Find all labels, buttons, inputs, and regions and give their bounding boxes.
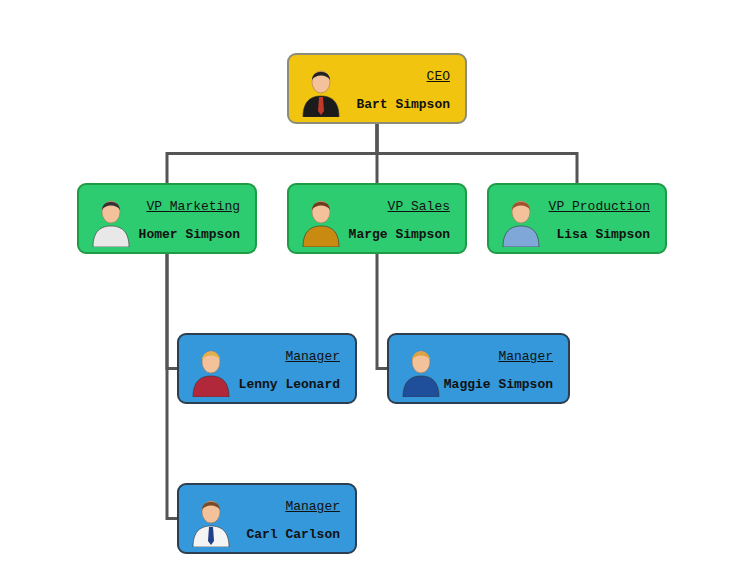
role-title: Manager: [285, 499, 340, 514]
icon-hair: [312, 72, 330, 80]
icon-hair: [202, 352, 220, 360]
icon-body: [403, 376, 439, 397]
icon-body: [503, 226, 539, 247]
ceo-box: CEO Bart Simpson: [287, 53, 467, 124]
connector-line: [377, 254, 387, 369]
icon-head: [202, 351, 220, 373]
icon-hair: [312, 202, 330, 210]
connector-line: [167, 254, 177, 519]
icon-head: [312, 201, 330, 223]
person-name: Bart Simpson: [356, 97, 450, 112]
person-name: Marge Simpson: [349, 227, 450, 242]
icon-hair: [102, 202, 120, 210]
role-title: Manager: [285, 349, 340, 364]
person-name: Carl Carlson: [246, 527, 340, 542]
person-name: Lisa Simpson: [556, 227, 650, 242]
role-title: VP Marketing: [146, 199, 240, 214]
icon-hair: [412, 352, 430, 360]
vp-box: VP SalesMarge Simpson: [287, 183, 467, 254]
icon-hair: [512, 202, 530, 210]
icon-body: [303, 226, 339, 247]
icon-body: [193, 526, 229, 547]
connector-line: [167, 124, 377, 183]
vp-box: VP ProductionLisa Simpson: [487, 183, 667, 254]
person-icon: [301, 65, 341, 117]
person-icon: [191, 495, 231, 547]
role-title: VP Sales: [388, 199, 450, 214]
person-icon: [191, 345, 231, 397]
role-title: VP Production: [549, 199, 650, 214]
manager-box: ManagerLenny Leonard: [177, 333, 357, 404]
person-icon: [401, 345, 441, 397]
icon-body: [193, 376, 229, 397]
icon-tie: [318, 97, 324, 115]
person-icon: [501, 195, 541, 247]
person-icon: [91, 195, 131, 247]
icon-head: [412, 351, 430, 373]
connector-line: [377, 124, 577, 183]
icon-head: [512, 201, 530, 223]
icon-head: [102, 201, 120, 223]
icon-tie: [208, 527, 214, 545]
icon-head: [312, 71, 330, 93]
manager-box: ManagerMaggie Simpson: [387, 333, 570, 404]
icon-hair: [202, 502, 220, 510]
icon-body: [303, 96, 339, 117]
role-title: Manager: [498, 349, 553, 364]
manager-box: ManagerCarl Carlson: [177, 483, 357, 554]
person-name: Maggie Simpson: [444, 377, 553, 392]
person-name: Lenny Leonard: [239, 377, 340, 392]
icon-head: [202, 501, 220, 523]
person-name: Homer Simpson: [139, 227, 240, 242]
icon-body: [93, 226, 129, 247]
vp-box: VP MarketingHomer Simpson: [77, 183, 257, 254]
person-icon: [301, 195, 341, 247]
role-title: CEO: [427, 69, 450, 84]
